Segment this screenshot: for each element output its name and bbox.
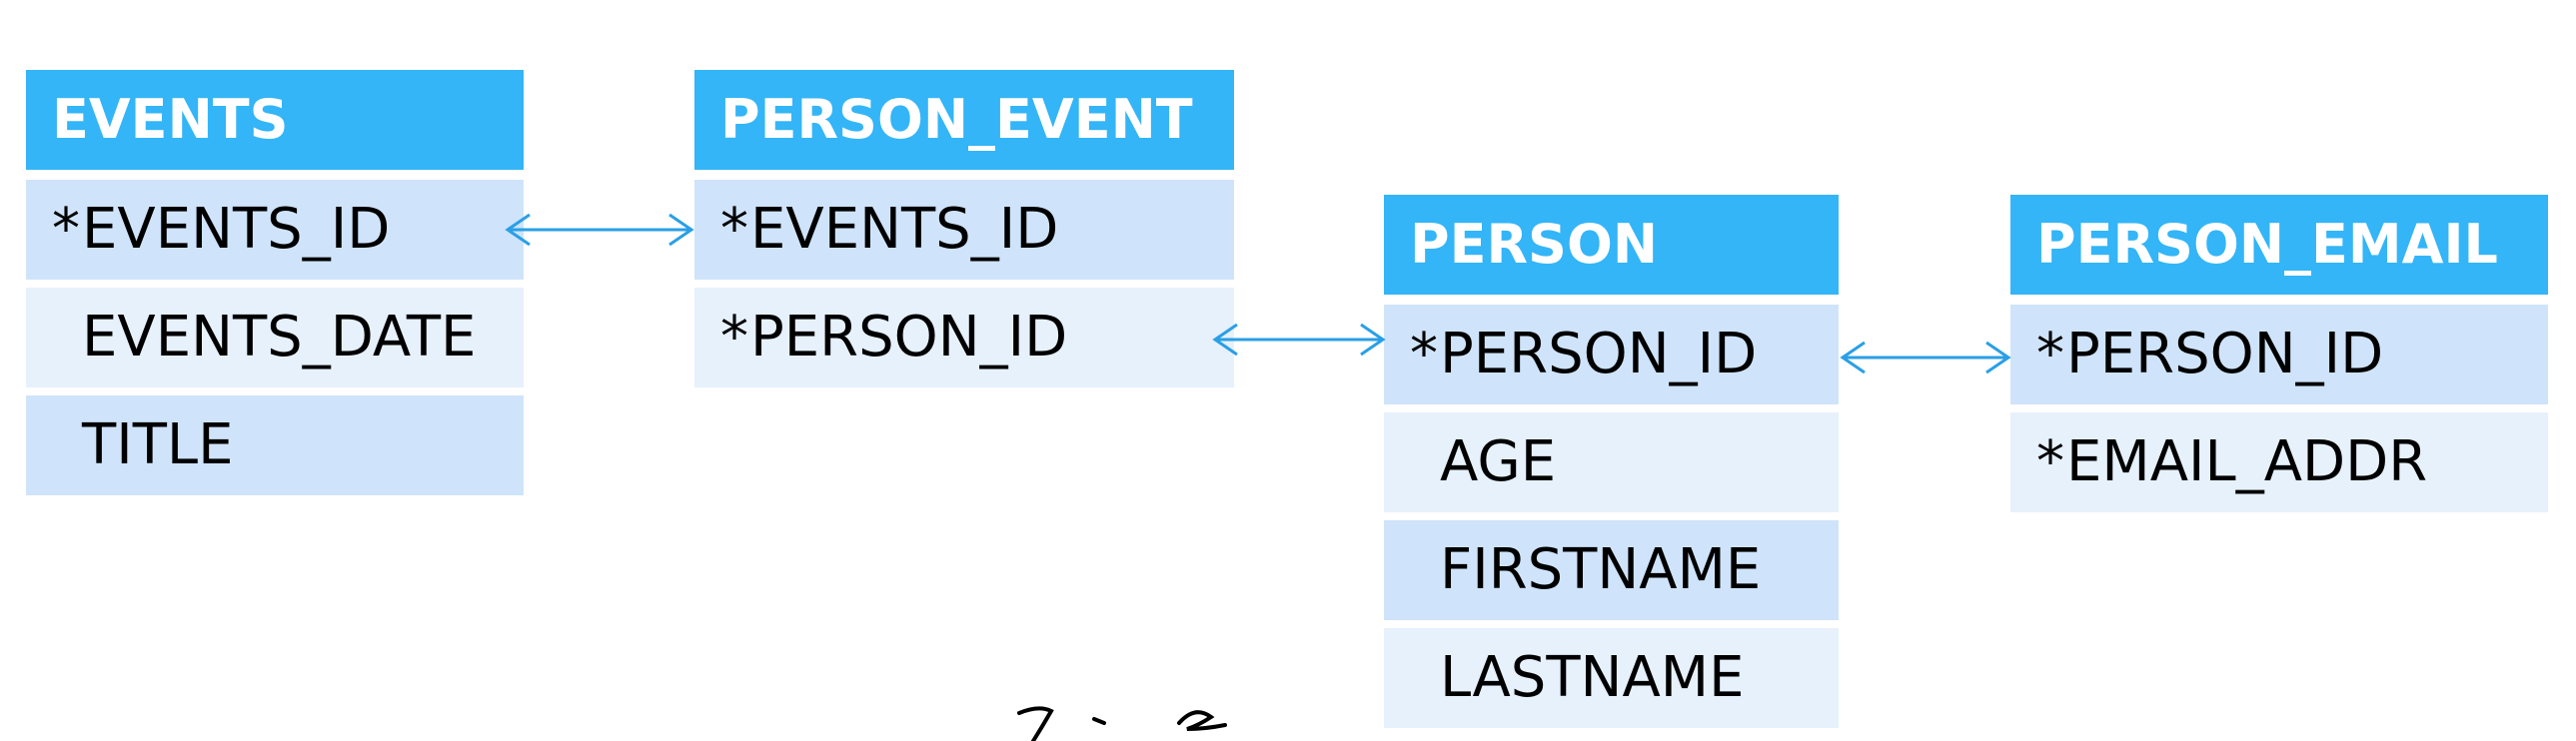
- field-key-mark: *: [2036, 322, 2064, 386]
- field-label: EMAIL_ADDR: [2066, 429, 2428, 494]
- field-key-mark: *: [52, 197, 80, 262]
- field-label: EVENTS_ID: [750, 197, 1059, 262]
- field-row: *PERSON_ID: [694, 288, 1234, 387]
- field-key-mark: *: [720, 197, 748, 262]
- field-row: *EVENTS_ID: [26, 180, 524, 280]
- field-row: *EMAIL_ADDR: [2010, 412, 2548, 512]
- field-label: FIRSTNAME: [1440, 537, 1762, 602]
- field-row: EVENTS_DATE: [26, 288, 524, 387]
- handwritten-scribble: [1017, 706, 1227, 741]
- entity-header: PERSON: [1384, 195, 1839, 295]
- field-label: LASTNAME: [1440, 645, 1745, 710]
- field-key-mark: *: [2036, 429, 2064, 494]
- entity-person: PERSON *PERSON_ID AGE FIRSTNAME LASTNAME: [1384, 195, 1839, 736]
- field-label: EVENTS_ID: [82, 197, 391, 262]
- entity-person-email: PERSON_EMAIL *PERSON_ID *EMAIL_ADDR: [2010, 195, 2548, 520]
- field-label: TITLE: [82, 412, 234, 477]
- field-label: PERSON_ID: [750, 305, 1068, 370]
- field-row: AGE: [1384, 412, 1839, 512]
- field-row: TITLE: [26, 395, 524, 495]
- field-row: *PERSON_ID: [1384, 305, 1839, 404]
- connector-person-person-email: [1840, 341, 2011, 374]
- connector-events-person-event: [505, 213, 694, 247]
- field-label: AGE: [1440, 429, 1557, 494]
- entity-header: EVENTS: [26, 70, 524, 170]
- field-row: LASTNAME: [1384, 628, 1839, 728]
- connector-person-event-person: [1212, 323, 1386, 357]
- entity-header: PERSON_EVENT: [694, 70, 1234, 170]
- field-key-mark: *: [1410, 322, 1438, 386]
- field-label: PERSON_ID: [2066, 322, 2384, 386]
- field-row: FIRSTNAME: [1384, 520, 1839, 620]
- entity-events: EVENTS *EVENTS_ID EVENTS_DATE TITLE: [26, 70, 524, 503]
- entity-person-event: PERSON_EVENT *EVENTS_ID *PERSON_ID: [694, 70, 1234, 395]
- field-row: *PERSON_ID: [2010, 305, 2548, 404]
- field-label: PERSON_ID: [1440, 322, 1758, 386]
- field-label: EVENTS_DATE: [82, 305, 477, 370]
- entity-header: PERSON_EMAIL: [2010, 195, 2548, 295]
- field-row: *EVENTS_ID: [694, 180, 1234, 280]
- field-key-mark: *: [720, 305, 748, 370]
